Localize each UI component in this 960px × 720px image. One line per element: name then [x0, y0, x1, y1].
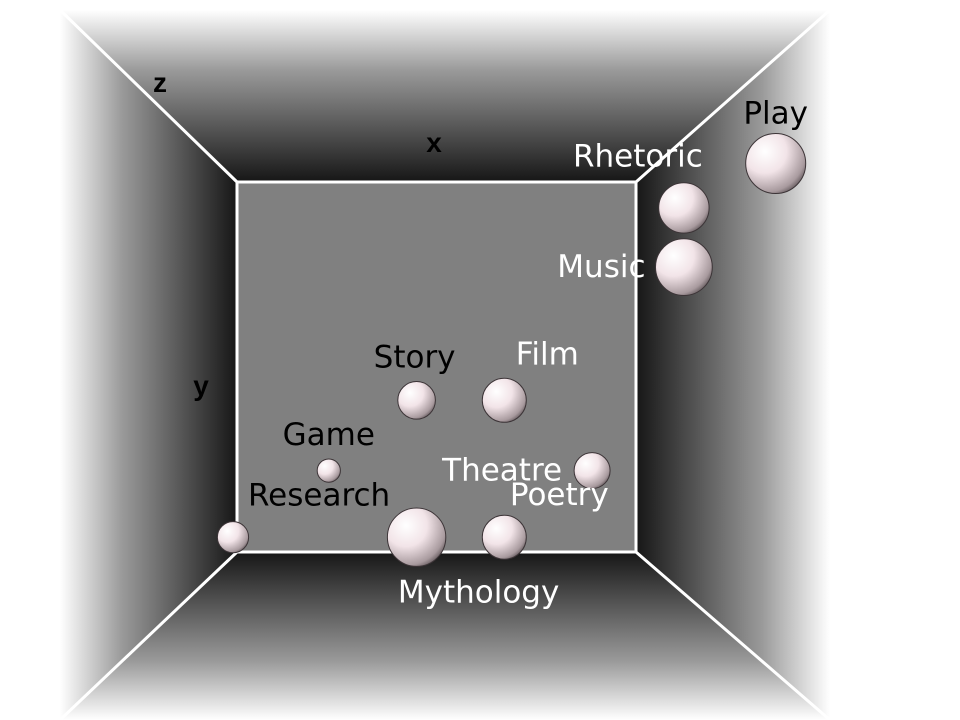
bubble-label-theatre: Theatre [441, 453, 562, 489]
left-fade [0, 0, 60, 720]
axis-label-x: x [426, 127, 442, 158]
bubble-label-story: Story [374, 340, 456, 376]
bubble-label-game: Game [283, 417, 375, 453]
bubble-film [481, 377, 527, 423]
bubble-label-rhetoric: Rhetoric [573, 139, 703, 175]
bubble-game [316, 458, 341, 483]
left-wall [60, 10, 237, 720]
bubble-story [397, 381, 436, 420]
bubble-theatre [573, 452, 611, 490]
bubble-play [745, 133, 807, 194]
bubble-label-mythology: Mythology [398, 574, 559, 610]
back-wall [237, 182, 636, 552]
bubble-rhetoric [658, 182, 710, 234]
edge-bottom-left [58, 550, 239, 720]
edge-top-right [635, 8, 831, 184]
bubble-mythology [386, 507, 447, 567]
bubble-music [655, 238, 713, 297]
axis-label-y: y [193, 370, 209, 401]
bubble-research [216, 521, 250, 554]
top-wall [60, 10, 830, 182]
edge-top-left [58, 8, 239, 184]
bubble-label-poetry: Poetry [510, 477, 609, 513]
room-edges [58, 8, 831, 720]
bubble-label-film: Film [516, 336, 579, 372]
axis-label-z: z [153, 67, 167, 98]
edge-bottom-right [635, 550, 831, 720]
bubble-label-play: Play [743, 96, 808, 132]
bubble-label-music: Music [557, 249, 645, 285]
bubble-label-research: Research [248, 478, 390, 514]
bottom-wall [60, 552, 830, 720]
bubble-poetry [481, 514, 527, 560]
